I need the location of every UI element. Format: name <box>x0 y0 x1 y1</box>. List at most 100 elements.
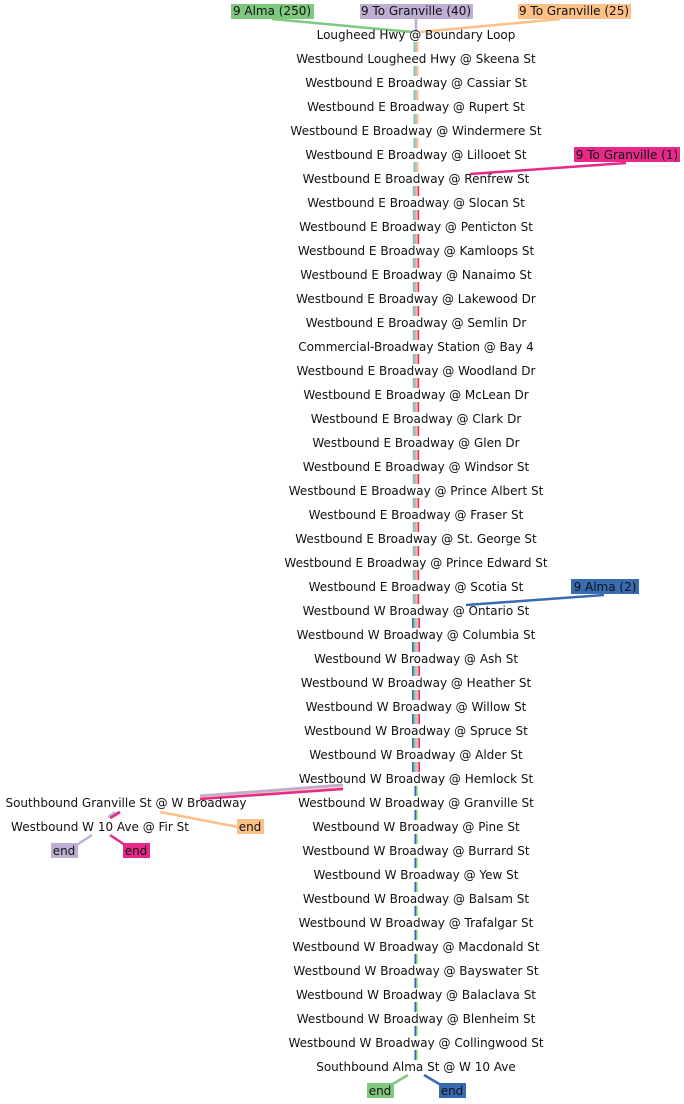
stop-label: Westbound E Broadway @ Lillooet St <box>305 148 527 162</box>
trunk-segment <box>415 66 417 76</box>
stop-label: Westbound E Broadway @ Rupert St <box>307 100 525 114</box>
trunk-segment <box>414 330 416 340</box>
stop-label: Westbound E Broadway @ Renfrew St <box>303 172 530 186</box>
trunk-segment <box>412 210 415 220</box>
trunk-segment <box>413 714 416 724</box>
stop-label: Westbound E Broadway @ Scotia St <box>309 580 524 594</box>
stop-label: Lougheed Hwy @ Boundary Loop <box>317 28 516 42</box>
trunk-segment <box>414 786 416 796</box>
trunk-segment <box>416 570 418 580</box>
stop-label: Westbound W Broadway @ Balsam St <box>303 892 530 906</box>
trunk-segment <box>416 282 418 292</box>
stop-label: Westbound W Broadway @ Granville St <box>298 796 534 810</box>
trunk-segment <box>418 642 420 652</box>
stop-label: Westbound W Broadway @ Blenheim St <box>297 1012 536 1026</box>
trunk-segment <box>414 258 416 268</box>
trunk-segment <box>413 162 416 172</box>
trunk-segment <box>417 522 420 532</box>
stop-label: Westbound W Broadway @ Burrard St <box>302 844 530 858</box>
granville25-end-line <box>159 810 239 829</box>
stop-label: Westbound E Broadway @ Windermere St <box>290 124 541 138</box>
trunk-segment <box>415 114 417 124</box>
stop-label: Westbound E Broadway @ Woodland Dr <box>297 364 536 378</box>
trunk-segment <box>412 738 414 748</box>
route-labels: 9 Alma (250) 9 To Granville (40) 9 To Gr… <box>231 4 680 594</box>
trunk-segment <box>416 642 419 652</box>
stop-label: Westbound E Broadway @ Windsor St <box>303 460 530 474</box>
alma250-connector <box>271 17 413 34</box>
trunk-segment <box>418 618 420 628</box>
granville1-connector <box>469 161 627 176</box>
trunk-segment <box>412 234 415 244</box>
trunk-segment <box>412 546 415 556</box>
trunk-segment <box>415 162 417 172</box>
trunk-segment <box>414 1002 416 1012</box>
trunk-segment <box>412 666 414 676</box>
trunk-segment <box>416 546 418 556</box>
alma250-end-label: end <box>369 1084 392 1098</box>
stop-label: Westbound W Broadway @ Hemlock St <box>299 772 534 786</box>
trunk-segment <box>412 258 415 268</box>
trunk-segment <box>413 90 416 100</box>
route-connectors <box>271 17 627 607</box>
granville25-connector <box>419 17 561 34</box>
granville40-fir-link <box>107 811 116 818</box>
granville1-fir-link <box>109 810 121 820</box>
stop-label: Westbound E Broadway @ Slocan St <box>307 196 525 210</box>
trunk-segment <box>416 450 418 460</box>
trunk-segment <box>415 42 417 52</box>
stop-label: Westbound W Broadway @ Pine St <box>312 820 520 834</box>
trunk-segment <box>416 762 419 772</box>
trunk-segment <box>416 498 418 508</box>
stop-label: Westbound E Broadway @ Penticton St <box>299 220 533 234</box>
trunk-segment <box>413 690 416 700</box>
trunk-segment <box>418 762 420 772</box>
trunk-segment <box>412 570 415 580</box>
trunk-segment <box>414 930 416 940</box>
stop-label: Westbound E Broadway @ Kamloops St <box>298 244 535 258</box>
trunk-segment <box>413 738 416 748</box>
trunk-segment <box>416 234 418 244</box>
stop-label: Westbound W Broadway @ Balaclava St <box>296 988 536 1002</box>
trunk-segment <box>418 714 420 724</box>
granville40-label: 9 To Granville (40) <box>361 4 471 18</box>
stop-label: Westbound W Broadway @ Bayswater St <box>293 964 538 978</box>
alma2-end-label: end <box>441 1084 464 1098</box>
trunk-segment <box>412 618 414 628</box>
trunk-segment <box>416 42 419 52</box>
trunk-segment <box>418 666 420 676</box>
trunk-segment <box>417 330 420 340</box>
trunk-segment <box>416 138 419 148</box>
trunk-segment <box>417 210 420 220</box>
trunk-segment <box>416 474 418 484</box>
granville1-end-label: end <box>125 844 148 858</box>
trunk-segment <box>412 306 415 316</box>
granville25-label: 9 To Granville (25) <box>519 4 629 18</box>
trunk-segment <box>415 618 417 628</box>
stop-label: Westbound E Broadway @ Clark Dr <box>311 412 522 426</box>
trunk-segment <box>417 426 420 436</box>
trunk-segment <box>416 954 418 964</box>
granville25-label-box <box>518 4 631 19</box>
trunk-segment <box>413 138 416 148</box>
trunk-segment <box>416 90 419 100</box>
trunk-segment <box>416 162 419 172</box>
trunk-segment <box>415 90 417 100</box>
stop-label: Westbound W Broadway @ Alder St <box>309 748 523 762</box>
stop-label: Westbound E Broadway @ Lakewood Dr <box>296 292 536 306</box>
trunk-segment <box>414 834 416 844</box>
trunk-segment <box>416 378 418 388</box>
trunk-segment <box>416 330 418 340</box>
stop-label: Westbound E Broadway @ Prince Edward St <box>284 556 547 570</box>
branch-stop-label: Westbound W 10 Ave @ Fir St <box>11 820 189 834</box>
trunk-segment <box>412 186 415 196</box>
trunk-segment <box>418 738 420 748</box>
trunk-segment <box>417 282 420 292</box>
trunk-segment <box>416 786 418 796</box>
trunk-segment <box>413 66 416 76</box>
stop-label: Southbound Alma St @ W 10 Ave <box>316 1060 516 1074</box>
trunk-segment <box>416 210 418 220</box>
trunk-segment <box>417 306 420 316</box>
